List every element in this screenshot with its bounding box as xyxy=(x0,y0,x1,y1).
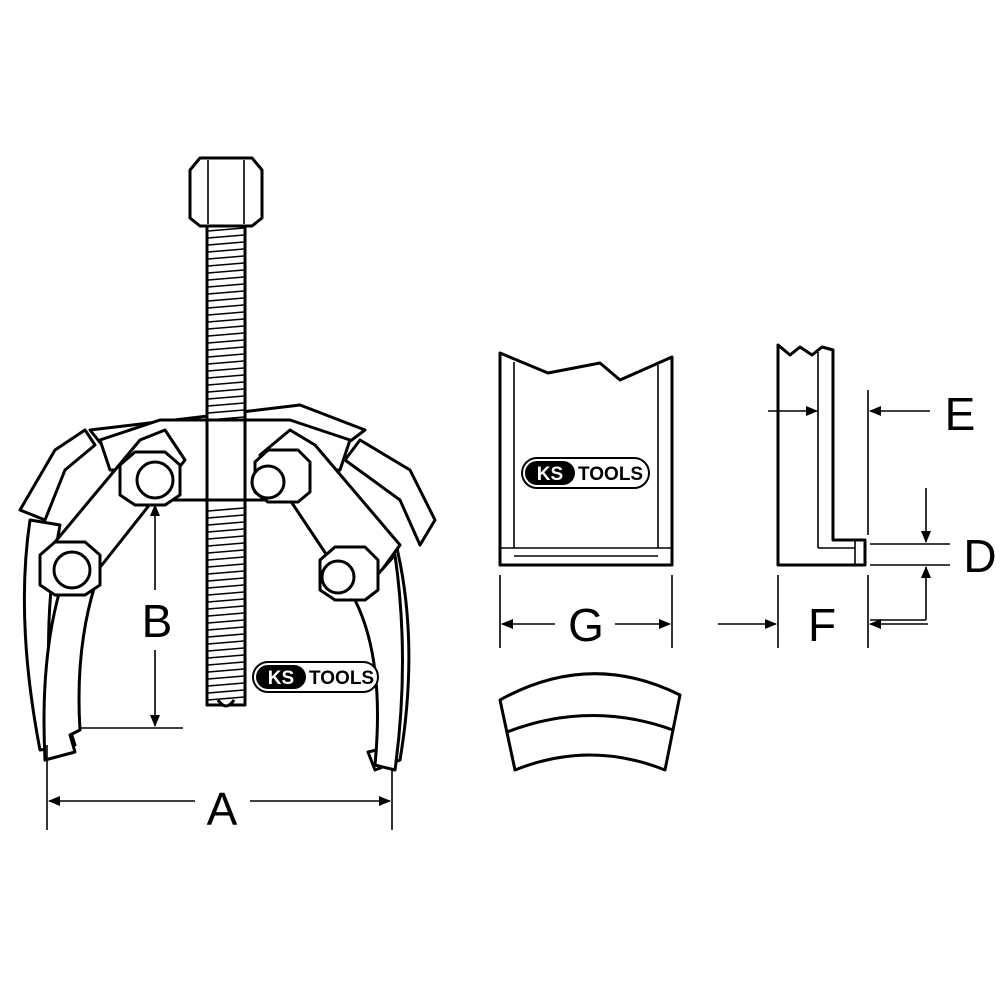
thread-line xyxy=(207,661,245,666)
label-f: F xyxy=(808,599,836,651)
thread-line xyxy=(207,633,245,638)
dimension-g: G xyxy=(499,575,673,651)
dimension-e: E xyxy=(768,388,975,535)
thread-line xyxy=(207,388,245,393)
thread-line xyxy=(207,318,245,323)
thread-line xyxy=(207,563,245,568)
thread-line xyxy=(207,668,245,673)
ks-tools-logo: KS TOOLS xyxy=(252,661,379,693)
thread-line xyxy=(207,619,245,624)
dimension-a: A xyxy=(46,745,393,835)
bolts xyxy=(38,448,380,602)
label-b: B xyxy=(142,595,173,647)
thread-line xyxy=(207,528,245,533)
thread-line xyxy=(207,353,245,358)
thread-line xyxy=(207,612,245,617)
jaw-side-view xyxy=(776,343,867,567)
dimension-b: B xyxy=(80,504,183,729)
thread-line xyxy=(207,395,245,400)
thread-line xyxy=(207,647,245,652)
thread-line xyxy=(207,591,245,596)
ks-tools-logo-jaw: KS TOOLS xyxy=(521,457,650,489)
thread-line xyxy=(207,367,245,372)
thread-line xyxy=(207,234,245,239)
label-e: E xyxy=(945,388,976,440)
thread-line xyxy=(207,262,245,267)
hex-head xyxy=(188,156,264,228)
thread-line xyxy=(207,304,245,309)
thread-line xyxy=(207,549,245,554)
thread-line xyxy=(207,675,245,680)
thread-line xyxy=(207,255,245,260)
dimension-f: F xyxy=(718,575,928,651)
thread-line xyxy=(207,360,245,365)
logo-ks: KS xyxy=(537,464,563,485)
thread-line xyxy=(207,409,245,414)
thread-line xyxy=(207,696,245,701)
thread-line xyxy=(207,276,245,281)
thread-line xyxy=(207,556,245,561)
thread-line xyxy=(207,325,245,330)
jaw-top-view xyxy=(498,672,682,772)
thread-line xyxy=(207,605,245,610)
thread-line xyxy=(207,283,245,288)
thread-line xyxy=(207,570,245,575)
logo-ks: KS xyxy=(268,668,294,689)
thread-line xyxy=(207,689,245,694)
thread-line xyxy=(207,514,245,519)
thread-line xyxy=(207,598,245,603)
thread-line xyxy=(207,577,245,582)
thread-line xyxy=(207,269,245,274)
thread-line xyxy=(207,402,245,407)
dimension-d: D xyxy=(870,488,997,621)
label-d: D xyxy=(963,530,996,582)
thread-line xyxy=(207,584,245,589)
thread-line xyxy=(207,374,245,379)
thread-line xyxy=(207,682,245,687)
thread-line xyxy=(207,241,245,246)
label-a: A xyxy=(207,783,238,835)
thread-line xyxy=(207,227,245,232)
thread-line xyxy=(207,654,245,659)
thread-line xyxy=(207,339,245,344)
thread-line xyxy=(207,297,245,302)
thread-line xyxy=(207,542,245,547)
thread-line xyxy=(207,248,245,253)
thread-line xyxy=(207,290,245,295)
thread-line xyxy=(207,640,245,645)
thread-line xyxy=(207,535,245,540)
jaw-front-view: KS TOOLS xyxy=(498,351,674,567)
thread-line xyxy=(207,507,245,512)
logo-tools: TOOLS xyxy=(309,668,374,689)
thread-line xyxy=(207,332,245,337)
thread-line xyxy=(207,311,245,316)
thread-line xyxy=(207,521,245,526)
thread-line xyxy=(207,346,245,351)
logo-tools: TOOLS xyxy=(578,464,643,485)
thread-line xyxy=(207,381,245,386)
thread-line xyxy=(207,626,245,631)
label-g: G xyxy=(568,599,604,651)
